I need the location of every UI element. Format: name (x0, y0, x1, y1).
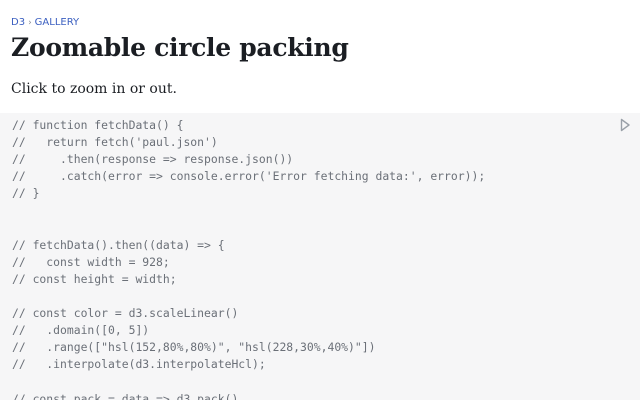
code-line: // .then(response => response.json()) (12, 152, 294, 167)
code-line (12, 202, 485, 219)
code-line: // .catch(error => console.error('Error … (12, 169, 486, 184)
code-line: // .interpolate(d3.interpolateHcl); (12, 357, 266, 372)
run-cell-button[interactable] (617, 117, 633, 133)
code-line: // return fetch('paul.json') (12, 135, 218, 150)
breadcrumb-separator: › (28, 18, 32, 28)
code-line: // .domain([0, 5]) (12, 323, 150, 338)
play-icon (620, 118, 630, 132)
breadcrumb-link-d3[interactable]: D3 (11, 17, 26, 28)
page-title: Zoomable circle packing (11, 33, 349, 62)
code-line: // .range(["hsl(152,80%,80%)", "hsl(228,… (12, 340, 376, 355)
code-line: // const height = width; (12, 271, 177, 286)
code-line: // function fetchData() { (12, 118, 184, 132)
code-line: // } (12, 186, 40, 201)
breadcrumb: D3›GALLERY (11, 16, 79, 30)
code-line: // const color = d3.scaleLinear() (12, 306, 239, 321)
code-line: // const pack = data => d3.pack() (12, 391, 239, 400)
page-subtitle: Click to zoom in or out. (11, 81, 177, 97)
code-line (12, 288, 485, 305)
code-line: // fetchData().then((data) => { (12, 237, 225, 252)
code-line (12, 373, 485, 390)
code-line (12, 220, 485, 237)
code-block: // function fetchData() { // return fetch… (12, 117, 485, 400)
code-cell[interactable]: // function fetchData() { // return fetch… (0, 113, 640, 400)
breadcrumb-link-gallery[interactable]: GALLERY (34, 17, 80, 28)
code-line: // const width = 928; (12, 254, 170, 269)
